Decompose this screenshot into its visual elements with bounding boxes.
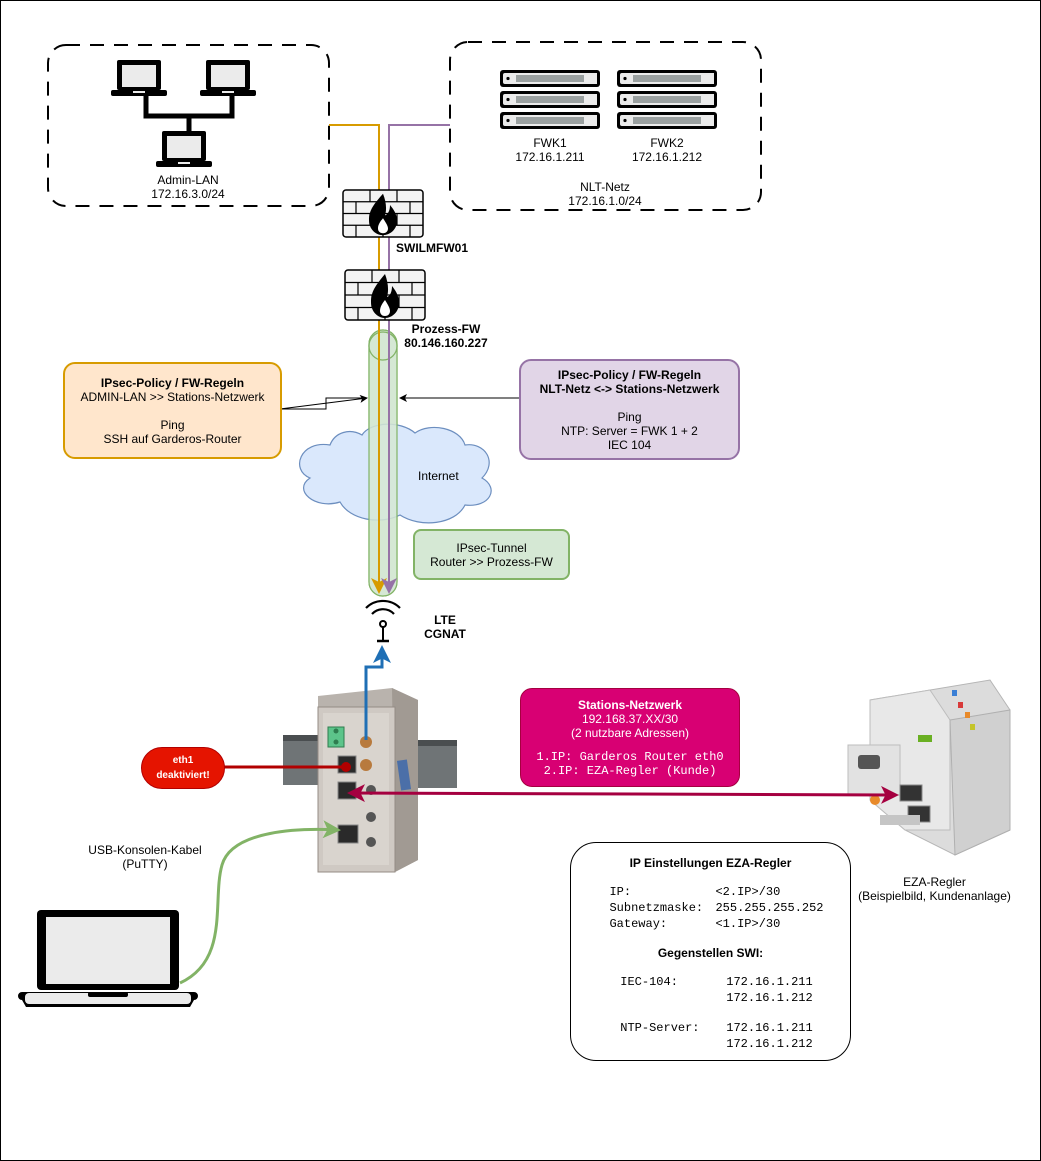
admin-lan-subnet: 172.16.3.0/24 bbox=[151, 187, 225, 201]
firewall-icon bbox=[344, 269, 426, 321]
ip-settings-box: IP Einstellungen EZA-Regler IP: <2.IP>/30… bbox=[570, 842, 851, 1061]
eza-line1: EZA-Regler bbox=[903, 875, 966, 889]
peers-table: IEC-104: 172.16.1.211 172.16.1.212 NTP-Se… bbox=[620, 974, 812, 1052]
iec104-key: IEC-104: bbox=[620, 975, 678, 989]
stations-netz-ip: 2.IP: EZA-Regler (Kunde) bbox=[543, 763, 717, 778]
firewall-icon bbox=[342, 189, 424, 238]
lte-label: LTE CGNAT bbox=[420, 613, 470, 641]
eza-regler-image bbox=[847, 679, 1011, 856]
eth1-line2: deaktiviert! bbox=[156, 770, 210, 781]
fwk2-label: FWK2 172.16.1.212 bbox=[617, 136, 717, 164]
server-rack-icon bbox=[500, 70, 600, 129]
fwk1-name: FWK1 bbox=[533, 136, 567, 150]
policy-admin-link bbox=[280, 397, 367, 410]
ip-value: <2.IP>/30 bbox=[715, 885, 781, 899]
tunnel-line2: Router >> Prozess-FW bbox=[430, 554, 553, 569]
nlt-netz-subnet: 172.16.1.0/24 bbox=[568, 194, 642, 208]
ip-key: IP: bbox=[609, 885, 632, 899]
ipsec-tunnel-box: IPsec-Tunnel Router >> Prozess-FW bbox=[413, 529, 570, 580]
server-rack-icon bbox=[617, 70, 717, 129]
gateway-key: Gateway: bbox=[609, 917, 668, 931]
laptop-icon bbox=[200, 60, 256, 96]
peers-title: Gegenstellen SWI: bbox=[657, 946, 764, 960]
prozess-fw-ip: 80.146.160.227 bbox=[404, 336, 488, 350]
nlt-netz-name: NLT-Netz bbox=[580, 180, 630, 194]
laptop-icon bbox=[111, 60, 167, 96]
admin-lan-label: Admin-LAN 172.16.3.0/24 bbox=[138, 173, 238, 201]
stations-netz-ip: 1.IP: Garderos Router eth0 bbox=[536, 749, 724, 764]
admin-lan-group bbox=[47, 44, 330, 207]
swilmfw01-label: SWILMFW01 bbox=[396, 241, 468, 255]
tunnel-line1: IPsec-Tunnel bbox=[456, 540, 527, 555]
ip-settings-table: IP: <2.IP>/30 Subnetzmaske: 255.255.255.25… bbox=[609, 884, 823, 932]
antenna-icon bbox=[365, 599, 401, 643]
subnet-key: Subnetzmaske: bbox=[609, 901, 704, 915]
policy-nlt-title: IPsec-Policy / FW-Regeln bbox=[557, 367, 702, 382]
eza-line2: (Beispielbild, Kundenanlage) bbox=[858, 889, 1011, 903]
eth1-endpoint bbox=[341, 762, 351, 772]
usb-console-cable bbox=[179, 820, 341, 985]
policy-admin-subtitle: ADMIN-LAN >> Stations-Netzwerk bbox=[80, 389, 265, 404]
ip-settings-title: IP Einstellungen EZA-Regler bbox=[629, 856, 792, 870]
fwk2-name: FWK2 bbox=[650, 136, 684, 150]
policy-admin-line: SSH auf Garderos-Router bbox=[103, 431, 242, 446]
iec104-value: 172.16.1.211 bbox=[726, 975, 813, 989]
stations-netz-link bbox=[347, 784, 899, 804]
internet-label: Internet bbox=[418, 469, 459, 483]
lte-line2: CGNAT bbox=[424, 627, 466, 641]
ntp-value: 172.16.1.211 bbox=[726, 1021, 813, 1035]
fwk1-label: FWK1 172.16.1.211 bbox=[500, 136, 600, 164]
policy-nlt-line: Ping bbox=[617, 409, 642, 424]
lan-link bbox=[143, 96, 235, 131]
policy-admin-title: IPsec-Policy / FW-Regeln bbox=[100, 375, 245, 390]
policy-nlt-line: NTP: Server = FWK 1 + 2 bbox=[561, 423, 698, 438]
policy-nlt-line: IEC 104 bbox=[607, 437, 652, 452]
policy-admin-box: IPsec-Policy / FW-Regeln ADMIN-LAN >> St… bbox=[63, 362, 282, 459]
laptop-icon bbox=[18, 910, 198, 1007]
ipsec-tunnel-cap bbox=[368, 331, 398, 361]
policy-admin-arrow bbox=[279, 394, 368, 410]
eth1-line1: eth1 bbox=[172, 755, 194, 766]
internet-text: Internet bbox=[418, 469, 459, 483]
lte-line1: LTE bbox=[434, 613, 456, 627]
usb-line2: (PuTTY) bbox=[122, 857, 168, 871]
usb-line1: USB-Konsolen-Kabel bbox=[88, 843, 202, 857]
eth1-badge: eth1 deaktiviert! bbox=[141, 747, 225, 789]
iec104-value: 172.16.1.212 bbox=[726, 991, 813, 1005]
gateway-value: <1.IP>/30 bbox=[715, 917, 781, 931]
lte-uplink-path bbox=[364, 645, 391, 740]
stations-netz-title: Stations-Netzwerk bbox=[577, 697, 683, 712]
prozess-fw-label: Prozess-FW 80.146.160.227 bbox=[403, 322, 489, 350]
prozess-fw-name: Prozess-FW bbox=[411, 322, 481, 336]
fwk2-ip: 172.16.1.212 bbox=[631, 150, 703, 164]
fwk1-ip: 172.16.1.211 bbox=[515, 150, 585, 164]
policy-nlt-subtitle: NLT-Netz <-> Stations-Netzwerk bbox=[539, 381, 720, 396]
admin-lan-name: Admin-LAN bbox=[157, 173, 219, 187]
ntp-value: 172.16.1.212 bbox=[726, 1037, 813, 1051]
laptop-icon bbox=[156, 131, 212, 167]
nlt-netz-group bbox=[449, 41, 762, 211]
ipsec-tunnel-overlay bbox=[368, 329, 398, 597]
stations-netz-subnet: 192.168.37.XX/30 bbox=[581, 711, 679, 726]
nlt-netz-path bbox=[381, 124, 450, 594]
stations-netz-note: (2 nutzbare Adressen) bbox=[570, 725, 690, 740]
eza-regler-label: EZA-Regler (Beispielbild, Kundenanlage) bbox=[852, 875, 1017, 903]
stations-netz-box: Stations-Netzwerk 192.168.37.XX/30 (2 nu… bbox=[520, 688, 740, 787]
usb-cable-label: USB-Konsolen-Kabel (PuTTY) bbox=[80, 843, 210, 871]
ntp-key: NTP-Server: bbox=[620, 1021, 700, 1035]
policy-admin-line: Ping bbox=[160, 417, 185, 432]
din-rail bbox=[283, 735, 457, 788]
policy-nlt-box: IPsec-Policy / FW-Regeln NLT-Netz <-> St… bbox=[519, 359, 740, 460]
admin-lan-path bbox=[329, 124, 387, 594]
subnet-value: 255.255.255.252 bbox=[715, 901, 824, 915]
swilmfw01-name: SWILMFW01 bbox=[396, 241, 468, 255]
garderos-router-image bbox=[317, 688, 418, 873]
nlt-netz-label: NLT-Netz 172.16.1.0/24 bbox=[555, 180, 655, 208]
